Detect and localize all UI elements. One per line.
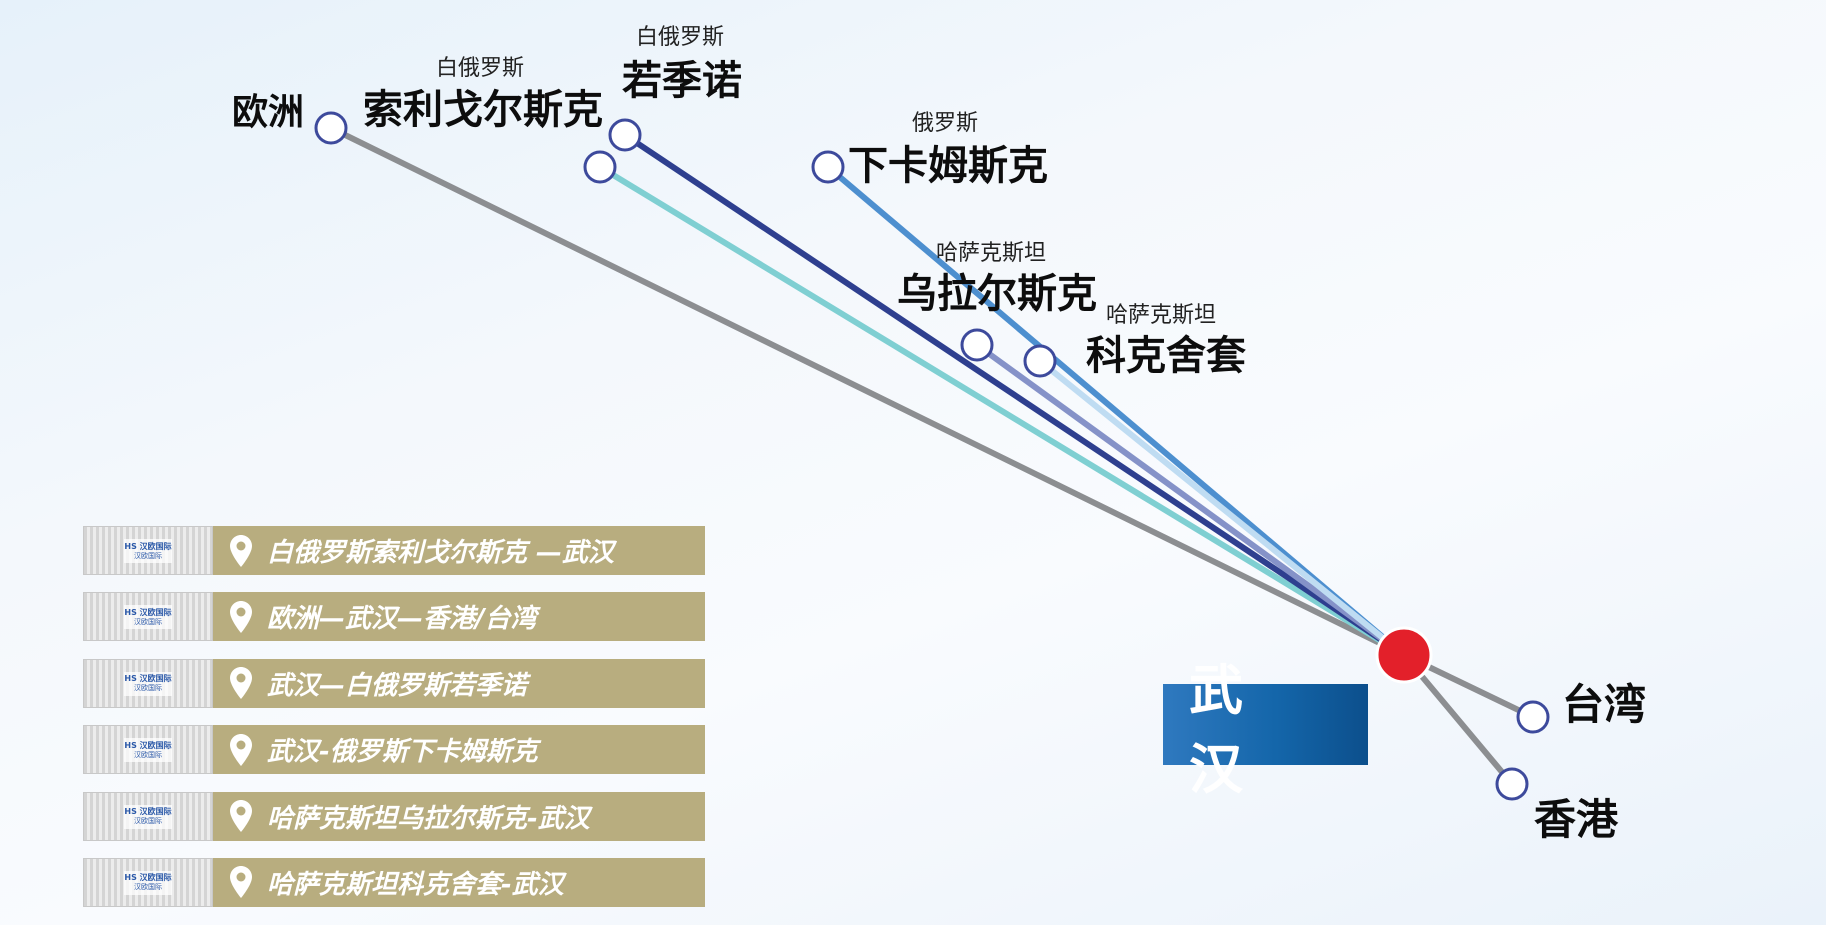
logo-mark: HS 汉欧国际 xyxy=(124,740,172,750)
logo-mark: HS 汉欧国际 xyxy=(124,873,172,883)
label-soligorsk-country: 白俄罗斯 xyxy=(436,56,524,81)
label-taiwan-city: 台湾 xyxy=(1562,680,1646,729)
route-label: 武汉-俄罗斯下卡姆斯克 xyxy=(267,737,538,768)
logo-mark: HS 汉欧国际 xyxy=(124,607,172,617)
legend-row: HS 汉欧国际 汉欧国际 白俄罗斯索利戈尔斯克 —武汉 xyxy=(83,526,705,575)
city-labels: 欧洲 白俄罗斯 索利戈尔斯克 白俄罗斯 若季诺 俄罗斯 下卡姆斯克 哈萨克斯坦 … xyxy=(232,25,1646,844)
route-line-kokshetau xyxy=(1038,358,1406,658)
route-line-zhodino xyxy=(623,132,1406,658)
location-pin-icon xyxy=(230,733,252,766)
label-zhodino-city: 若季诺 xyxy=(622,58,742,104)
logo-mark: HS 汉欧国际 xyxy=(124,807,172,817)
node-europe xyxy=(314,111,348,145)
hub-label-box: 武 汉 xyxy=(1163,659,1368,801)
route-label: 哈萨克斯坦乌拉尔斯克-武汉 xyxy=(267,803,590,834)
label-nizhnekamsk-country: 俄罗斯 xyxy=(912,111,978,136)
container-image: HS 汉欧国际 汉欧国际 xyxy=(83,791,213,841)
legend-row: HS 汉欧国际 汉欧国际 哈萨克斯坦科克舍套-武汉 xyxy=(83,857,705,907)
container-image: HS 汉欧国际 汉欧国际 xyxy=(83,658,213,708)
logo-subtitle: 汉欧国际 xyxy=(134,750,162,759)
legend-row: HS 汉欧国际 汉欧国际 欧洲—武汉—香港/台湾 xyxy=(83,592,705,642)
route-lines xyxy=(329,125,1535,786)
location-pin-icon xyxy=(230,800,252,833)
logo-subtitle: 汉欧国际 xyxy=(134,617,162,626)
logo-mark: HS 汉欧国际 xyxy=(124,541,172,551)
node-nizhnekamsk xyxy=(811,150,845,184)
node-zhodino xyxy=(608,118,642,152)
route-label: 欧洲—武汉—香港/台湾 xyxy=(267,604,537,635)
route-nodes xyxy=(314,111,1550,801)
legend-row: HS 汉欧国际 汉欧国际 武汉—白俄罗斯若季诺 xyxy=(83,658,705,708)
legend-row: HS 汉欧国际 汉欧国际 武汉-俄罗斯下卡姆斯克 xyxy=(83,725,705,775)
location-pin-icon xyxy=(230,534,252,567)
node-uralsk xyxy=(960,328,994,362)
company-logo: HS 汉欧国际 汉欧国际 xyxy=(124,870,172,895)
container-image: HS 汉欧国际 汉欧国际 xyxy=(83,857,213,907)
label-uralsk-country: 哈萨克斯坦 xyxy=(936,241,1046,266)
container-image: HS 汉欧国际 汉欧国际 xyxy=(83,592,213,642)
logo-subtitle: 汉欧国际 xyxy=(134,817,162,826)
route-bar: 白俄罗斯索利戈尔斯克 —武汉 xyxy=(213,526,705,575)
label-uralsk-city: 乌拉尔斯克 xyxy=(897,271,1097,317)
node-kokshetau xyxy=(1023,344,1057,378)
container-image: HS 汉欧国际 汉欧国际 xyxy=(83,526,213,575)
logo-subtitle: 汉欧国际 xyxy=(134,883,162,892)
company-logo: HS 汉欧国际 汉欧国际 xyxy=(124,738,172,763)
location-pin-icon xyxy=(230,866,252,899)
route-legend: HS 汉欧国际 汉欧国际 白俄罗斯索利戈尔斯克 —武汉 HS 汉欧国际 汉欧国际… xyxy=(83,526,705,907)
location-pin-icon xyxy=(230,667,252,700)
hub-label: 武 汉 xyxy=(1189,658,1269,801)
node-soligorsk xyxy=(583,150,617,184)
label-kokshetau-country: 哈萨克斯坦 xyxy=(1106,303,1216,328)
company-logo: HS 汉欧国际 汉欧国际 xyxy=(124,539,172,563)
location-pin-icon xyxy=(230,600,252,633)
node-hongkong xyxy=(1495,767,1529,801)
route-bar: 哈萨克斯坦科克舍套-武汉 xyxy=(213,857,705,907)
company-logo: HS 汉欧国际 汉欧国际 xyxy=(124,605,172,630)
route-bar: 武汉—白俄罗斯若季诺 xyxy=(213,658,705,708)
route-bar: 欧洲—武汉—香港/台湾 xyxy=(213,592,705,642)
logo-subtitle: 汉欧国际 xyxy=(134,684,162,693)
label-hongkong-city: 香港 xyxy=(1534,795,1619,844)
label-europe-city: 欧洲 xyxy=(232,92,304,133)
container-image: HS 汉欧国际 汉欧国际 xyxy=(83,725,213,775)
route-label: 哈萨克斯坦科克舍套-武汉 xyxy=(267,869,564,900)
route-line-uralsk xyxy=(975,342,1406,658)
company-logo: HS 汉欧国际 汉欧国际 xyxy=(124,671,172,696)
route-label: 白俄罗斯索利戈尔斯克 —武汉 xyxy=(267,538,615,568)
logo-subtitle: 汉欧国际 xyxy=(134,551,162,560)
node-taiwan xyxy=(1516,700,1550,734)
legend-row: HS 汉欧国际 汉欧国际 哈萨克斯坦乌拉尔斯克-武汉 xyxy=(83,791,705,841)
hub-node xyxy=(1375,626,1433,684)
company-logo: HS 汉欧国际 汉欧国际 xyxy=(124,804,172,829)
route-line-soligorsk xyxy=(598,164,1406,658)
route-label: 武汉—白俄罗斯若季诺 xyxy=(267,670,528,701)
route-bar: 哈萨克斯坦乌拉尔斯克-武汉 xyxy=(213,791,705,841)
label-soligorsk-city: 索利戈尔斯克 xyxy=(363,87,603,133)
label-nizhnekamsk-city: 下卡姆斯克 xyxy=(848,143,1048,189)
label-kokshetau-city: 科克舍套 xyxy=(1086,333,1246,379)
label-zhodino-country: 白俄罗斯 xyxy=(636,25,724,50)
route-line-europe xyxy=(329,125,1406,658)
route-bar: 武汉-俄罗斯下卡姆斯克 xyxy=(213,725,705,775)
logo-mark: HS 汉欧国际 xyxy=(124,674,172,684)
